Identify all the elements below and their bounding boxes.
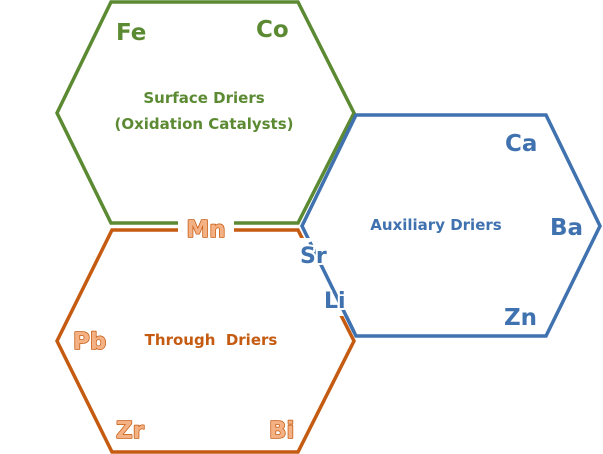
- element-ba: Ba: [550, 215, 583, 241]
- element-co: Co: [256, 17, 289, 43]
- element-ca: Ca: [505, 131, 537, 157]
- through-driers-title: Through Driers: [145, 331, 278, 349]
- aux-edge-segment: [300, 225, 358, 337]
- element-mn: Mn: [186, 217, 225, 243]
- mn-label-backing: [178, 214, 234, 240]
- element-fe: Fe: [116, 20, 146, 46]
- auxiliary-driers-hexagon: [300, 113, 602, 338]
- element-zr: Zr: [116, 418, 145, 444]
- surface-driers-title-line1: Surface Driers: [143, 89, 264, 107]
- surface-driers-title-line2: (Oxidation Catalysts): [114, 115, 293, 133]
- through-driers-hexagon: [55, 228, 356, 454]
- element-pb: Pb: [73, 329, 106, 355]
- auxiliary-driers-title: Auxiliary Driers: [370, 216, 501, 234]
- element-zn: Zn: [504, 305, 537, 331]
- element-bi: Bi: [269, 418, 294, 444]
- element-li: Li: [324, 289, 346, 314]
- surface-driers-hexagon: [55, 0, 356, 225]
- element-sr: Sr: [300, 244, 327, 269]
